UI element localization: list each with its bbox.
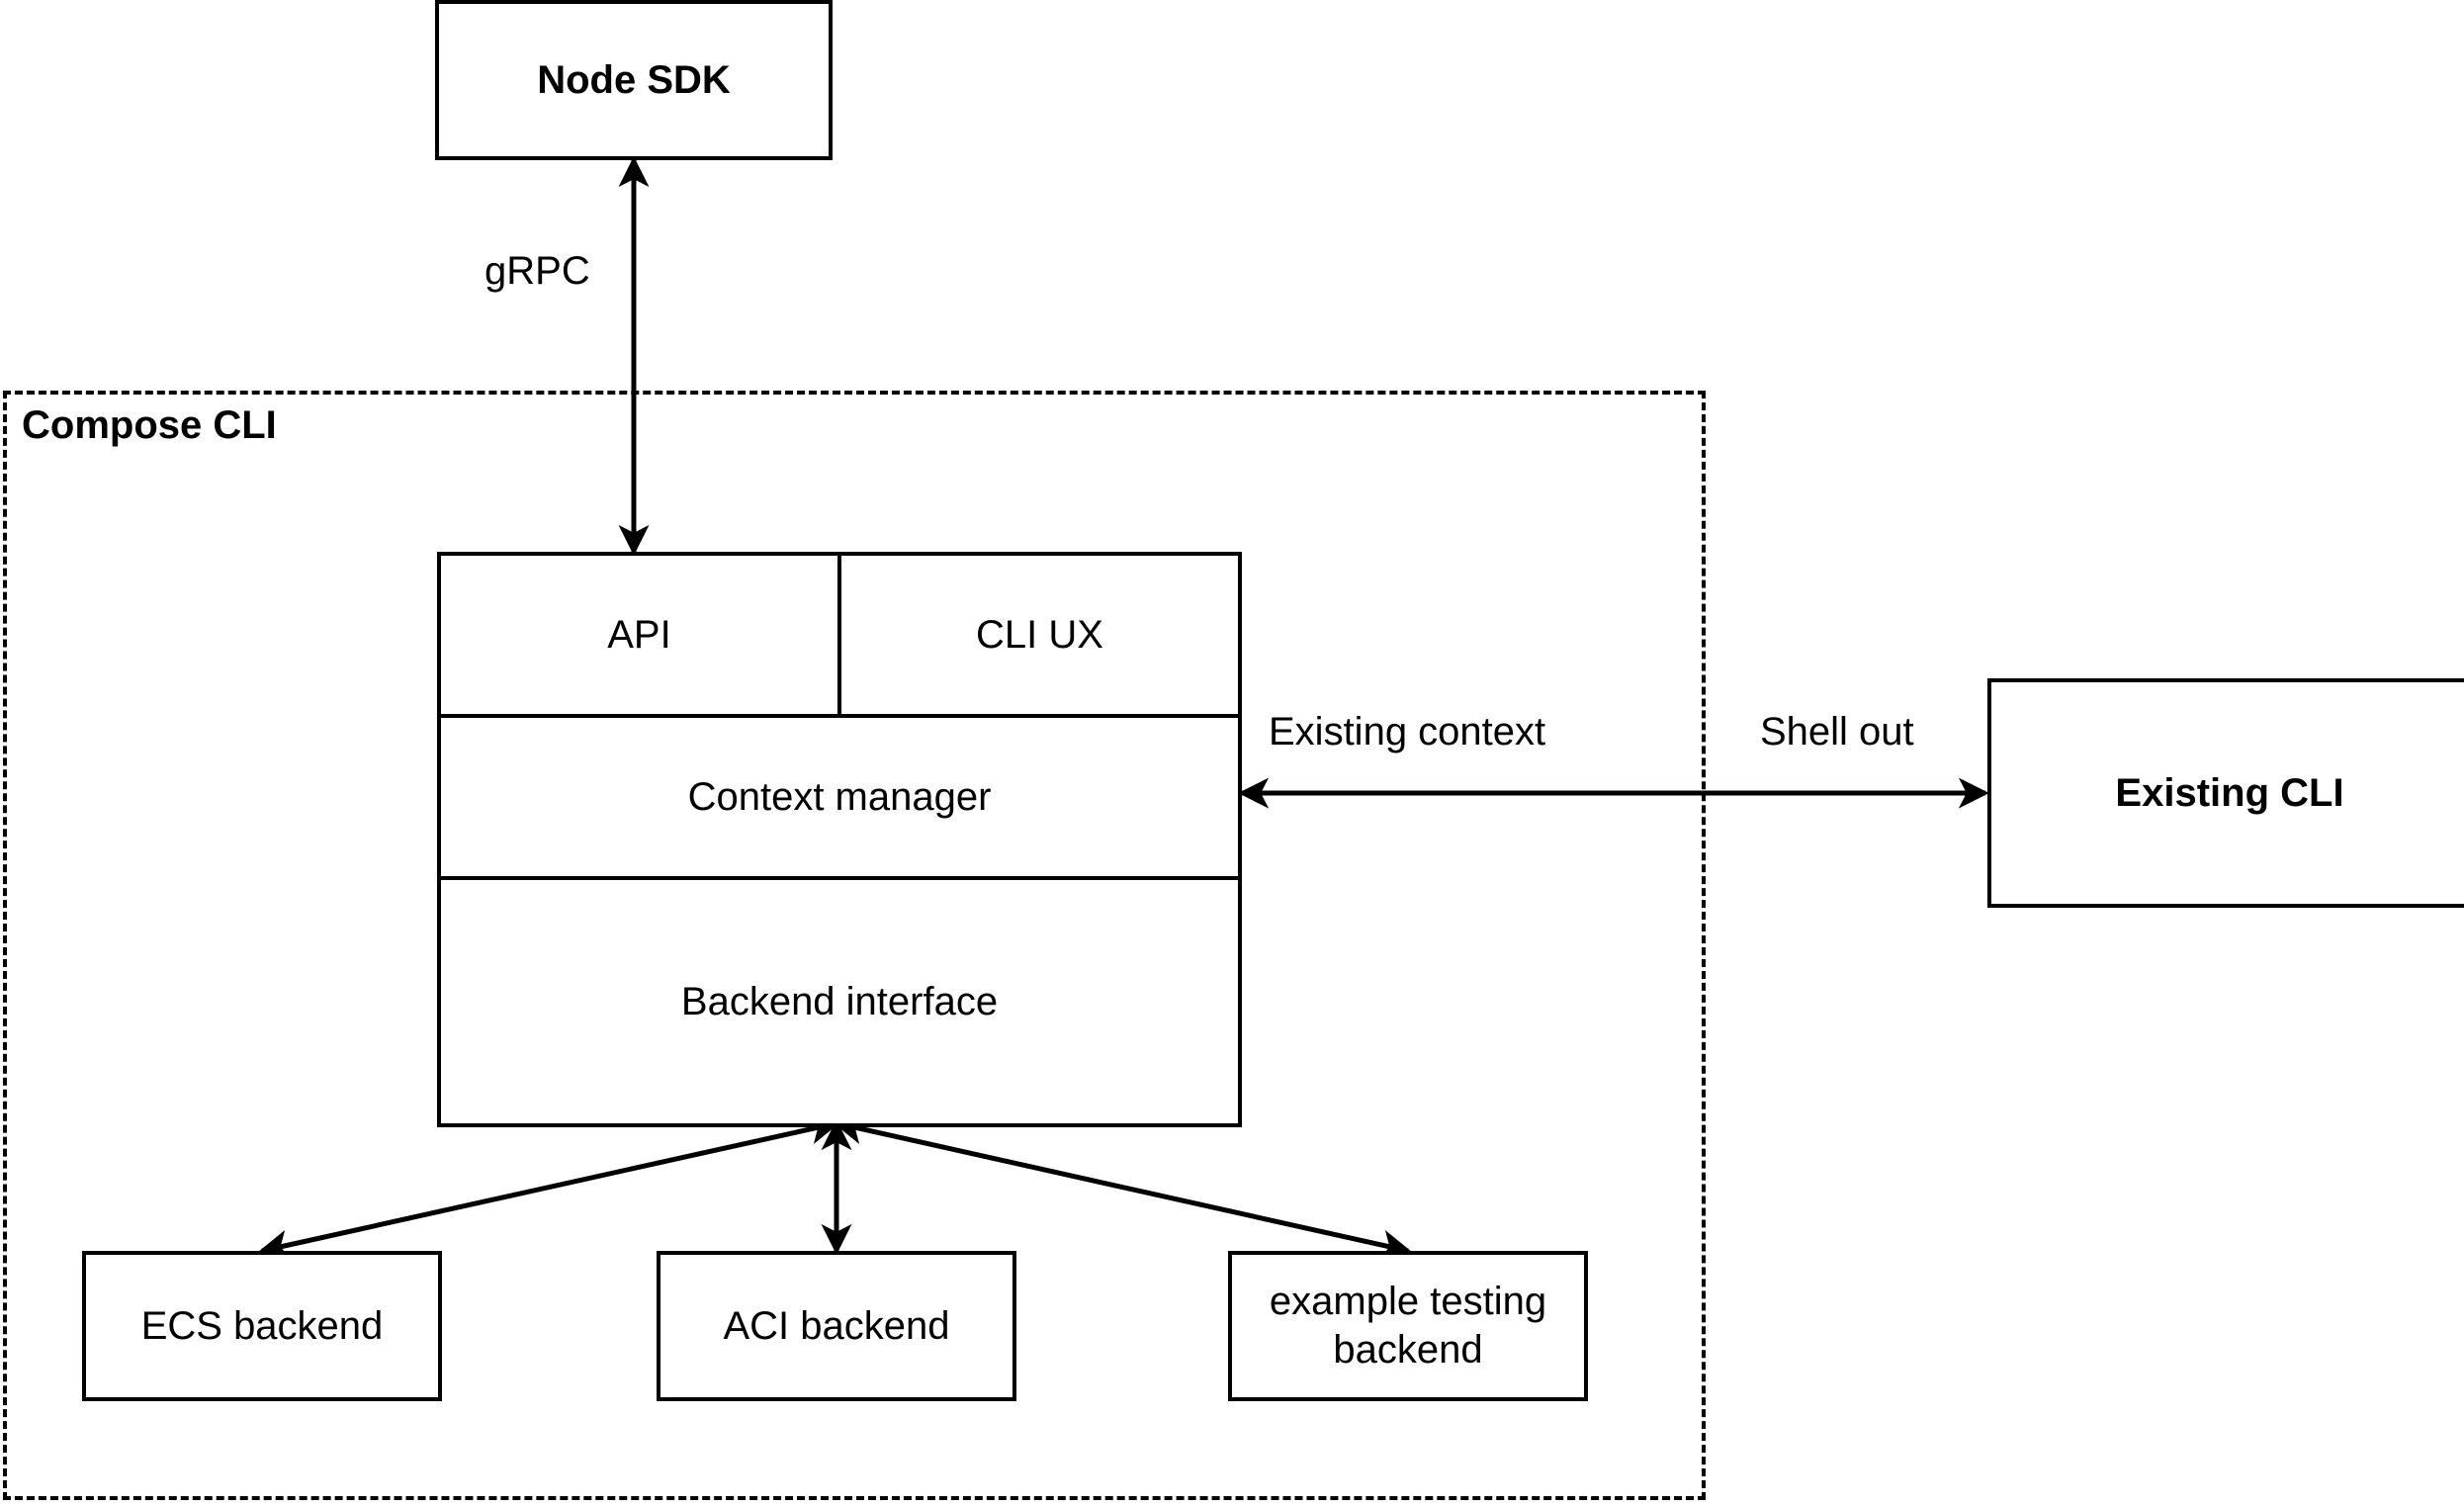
node-example-testing-backend-label: example testing backend — [1269, 1280, 1547, 1372]
edge-example — [833, 1113, 1412, 1261]
stack-row-context-manager: Context manager — [441, 718, 1238, 880]
node-existing-cli-label: Existing CLI — [2115, 770, 2344, 815]
node-node-sdk-label: Node SDK — [537, 57, 731, 102]
node-node-sdk[interactable]: Node SDK — [435, 0, 833, 160]
edge-ecs — [258, 1113, 840, 1261]
edge-label-shell-out: Shell out — [1760, 710, 1914, 754]
node-cli-ux[interactable]: CLI UX — [841, 556, 1238, 714]
stack-row-api-cliux: API CLI UX — [441, 556, 1238, 718]
edge-label-existing-context: Existing context — [1269, 710, 1546, 754]
node-backend-interface[interactable]: Backend interface — [441, 880, 1238, 1123]
node-backend-interface-label: Backend interface — [680, 979, 999, 1023]
node-context-manager[interactable]: Context manager — [441, 718, 1238, 876]
node-cli-ux-label: CLI UX — [976, 612, 1103, 657]
group-compose-cli-label: Compose CLI — [22, 403, 277, 447]
node-aci-backend-label: ACI backend — [723, 1303, 950, 1348]
node-api[interactable]: API — [441, 556, 841, 714]
stack-row-backend-interface: Backend interface — [441, 880, 1238, 1123]
node-example-testing-backend[interactable]: example testing backend — [1228, 1251, 1588, 1401]
node-aci-backend[interactable]: ACI backend — [657, 1251, 1016, 1401]
node-context-manager-label: Context manager — [687, 774, 992, 819]
node-cli-core-stack: API CLI UX Context manager Backend inter… — [437, 552, 1242, 1127]
group-compose-cli — [3, 391, 1706, 1500]
node-existing-cli[interactable]: Existing CLI — [1987, 678, 2464, 908]
edge-label-grpc: gRPC — [484, 249, 590, 293]
node-api-label: API — [607, 612, 671, 657]
node-ecs-backend-label: ECS backend — [140, 1303, 384, 1348]
node-ecs-backend[interactable]: ECS backend — [82, 1251, 442, 1401]
